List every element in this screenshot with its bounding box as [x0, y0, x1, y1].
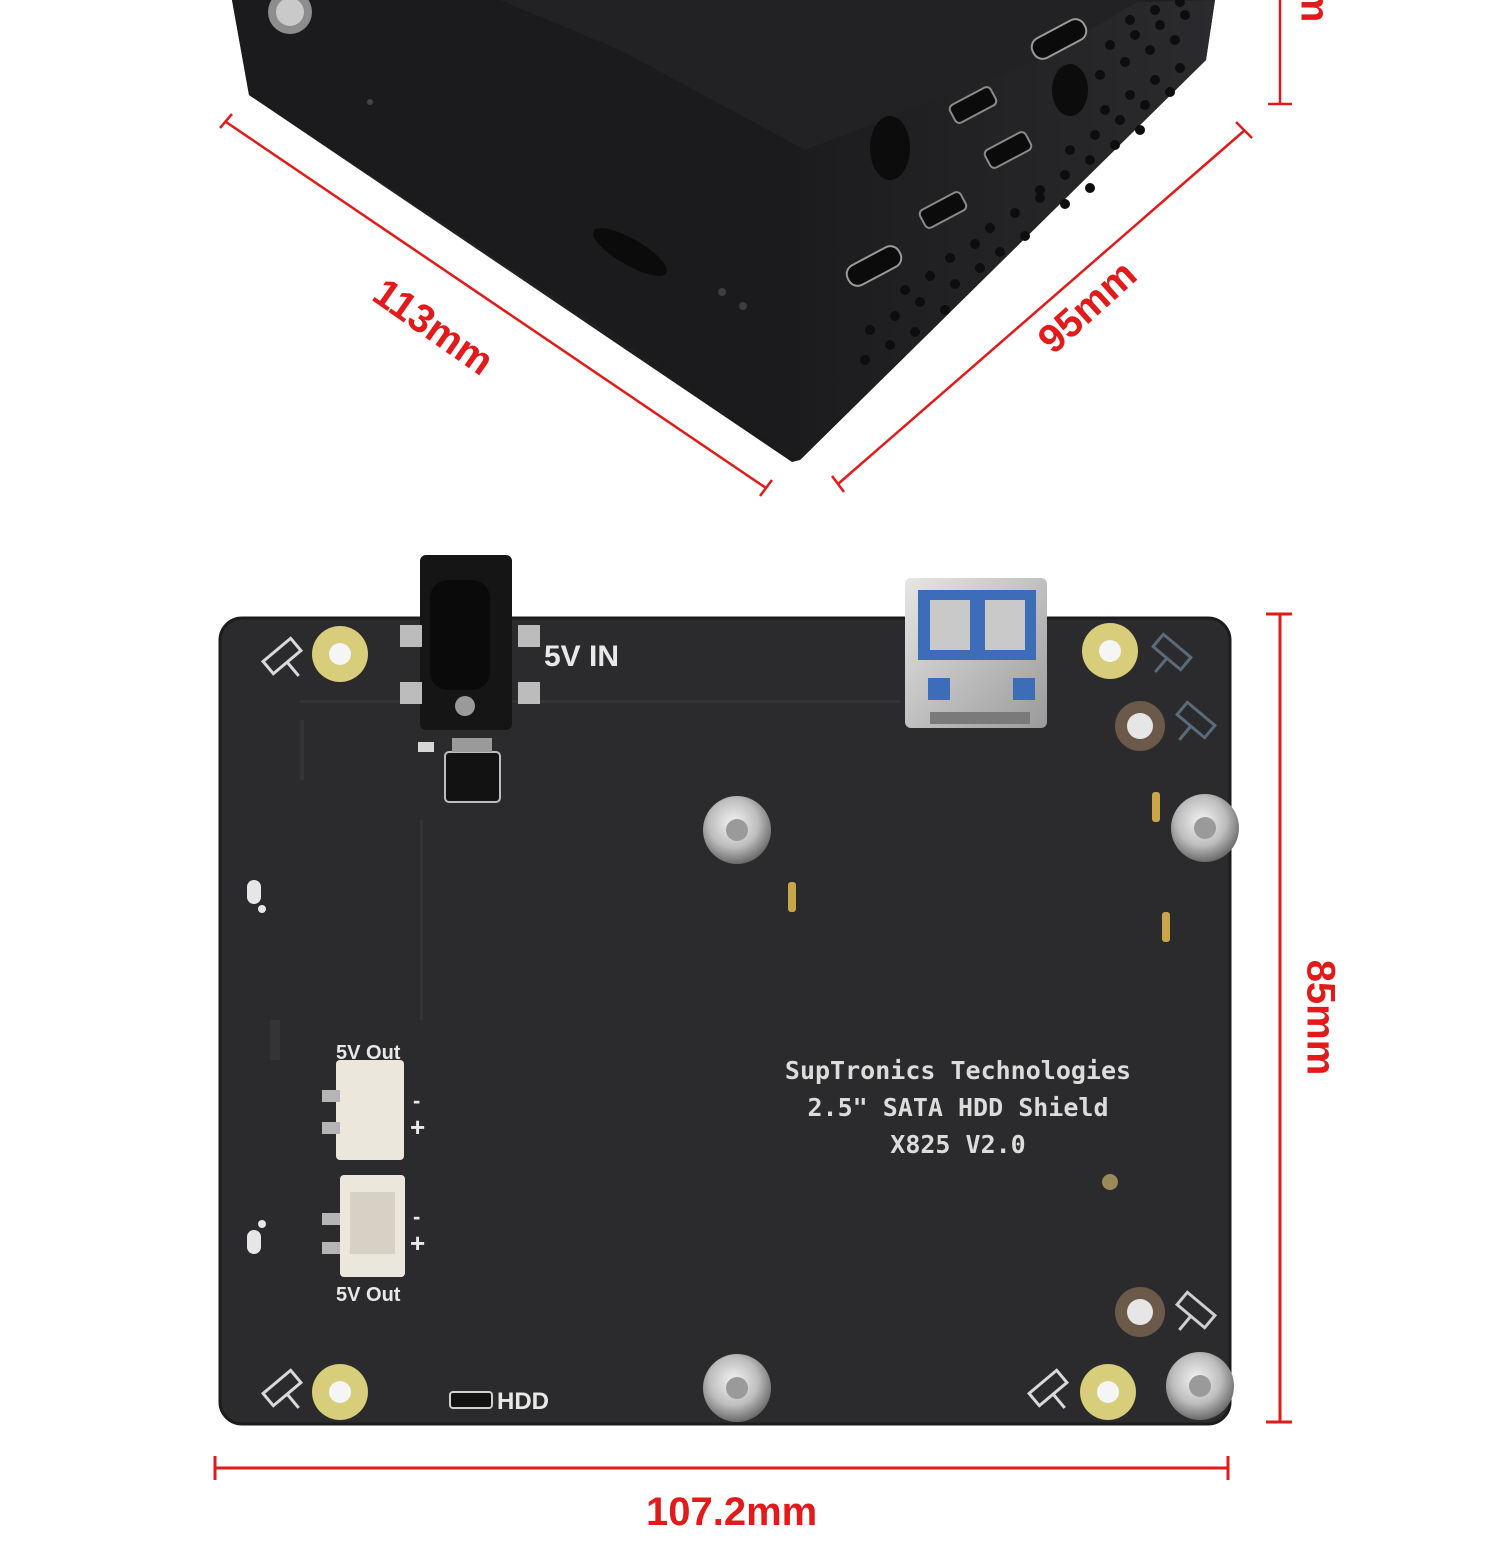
board-label-product: 2.5" SATA HDD Shield: [807, 1093, 1109, 1122]
board-label-version: X825 V2.0: [890, 1130, 1026, 1159]
board-width-label: 107.2mm: [646, 1490, 818, 1534]
plus-mark-bottom: +: [410, 1228, 426, 1258]
mounting-pads: [312, 623, 1138, 1420]
board-height-label: 85mm: [1298, 959, 1343, 1076]
pogo-pins: [788, 792, 1170, 1190]
screw-icons: [260, 632, 1218, 1409]
inductor-chip: [444, 751, 501, 803]
pcb-board: [218, 555, 1239, 1426]
metal-case: [232, 0, 1215, 462]
power-out-label-bottom: 5V Out: [336, 1284, 401, 1306]
vent-holes: [860, 0, 1190, 365]
hdd-led-label: HDD: [497, 1388, 549, 1415]
usb3-port: [905, 578, 1047, 728]
hdd-led-pad: [449, 1391, 493, 1409]
power-in-label: 5V IN: [544, 640, 620, 673]
smd-component: [452, 738, 492, 752]
power-out-connector-bottom: [322, 1175, 405, 1277]
board-label-company: SupTronics Technologies: [784, 1056, 1132, 1085]
case-dimension-lines: [219, 0, 1292, 497]
minus-mark-bottom: -: [413, 1204, 421, 1229]
case-height-label: m: [1292, 0, 1337, 23]
copper-rings: [1115, 701, 1165, 1337]
plus-mark-top: +: [410, 1112, 426, 1142]
standoffs: [703, 794, 1239, 1422]
dc-power-jack: [400, 555, 540, 730]
edge-slots: [247, 880, 266, 1254]
minus-mark-top: -: [413, 1088, 421, 1113]
power-out-label-top: 5V Out: [336, 1042, 401, 1064]
board-dimension-lines: [213, 612, 1292, 1480]
power-out-connector-top: [322, 1060, 404, 1160]
smd-led: [418, 742, 434, 752]
